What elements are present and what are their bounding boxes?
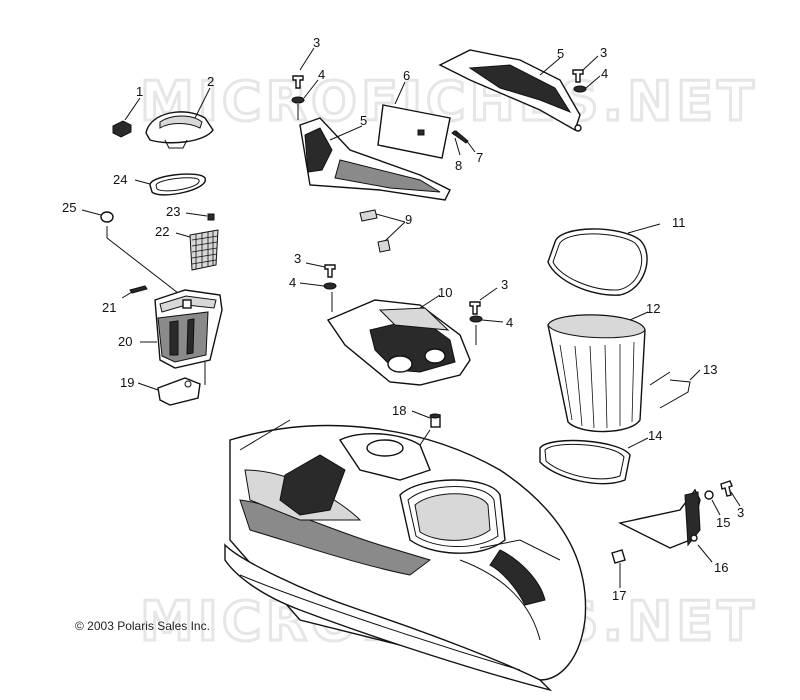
part-9-clips — [359, 209, 406, 253]
part-7-8-screws — [451, 130, 476, 156]
callout-18: 18 — [392, 403, 406, 418]
part-11-seal-ring — [547, 223, 661, 296]
part-13-strap — [649, 369, 701, 409]
callout-5-left: 5 — [360, 113, 367, 128]
callout-3-mid-left: 3 — [294, 251, 301, 266]
hull — [224, 419, 587, 692]
part-15-washer — [704, 490, 721, 516]
callout-4-mid-right: 4 — [506, 315, 513, 330]
part-14-gasket-lower — [539, 437, 649, 485]
callout-9: 9 — [405, 212, 412, 227]
callout-4-top-left: 4 — [318, 67, 325, 82]
callout-21: 21 — [102, 300, 116, 315]
part-10-console — [326, 294, 471, 386]
callout-3-mid-right: 3 — [501, 277, 508, 292]
fastener-3-4-mid-left — [299, 262, 337, 312]
callout-4-top-right: 4 — [601, 66, 608, 81]
callout-14: 14 — [648, 428, 662, 443]
part-21-pin — [121, 285, 148, 299]
callout-6: 6 — [403, 68, 410, 83]
part-6-decal — [377, 81, 451, 159]
part-23-screw — [185, 212, 215, 221]
part-20-bin — [140, 289, 223, 385]
callout-20: 20 — [118, 334, 132, 349]
fastener-3-4-upper-left — [291, 47, 319, 120]
callout-4-mid-left: 4 — [289, 275, 296, 290]
callout-2: 2 — [207, 74, 214, 89]
part-17-plug — [611, 549, 626, 588]
callout-3-top-right: 3 — [600, 45, 607, 60]
callout-19: 19 — [120, 375, 134, 390]
callout-24: 24 — [113, 172, 127, 187]
part-24-gasket — [134, 173, 206, 196]
callout-15: 15 — [716, 515, 730, 530]
part-12-bucket — [547, 311, 649, 433]
part-2-cap — [145, 87, 214, 149]
callout-7: 7 — [476, 150, 483, 165]
callout-16: 16 — [714, 560, 728, 575]
callout-10: 10 — [438, 285, 452, 300]
part-16-bracket — [617, 488, 713, 563]
copyright-text: © 2003 Polaris Sales Inc. — [75, 619, 210, 633]
callout-1: 1 — [136, 84, 143, 99]
callout-3-lower-right: 3 — [737, 505, 744, 520]
fastener-3-4-mid-right — [469, 287, 504, 345]
part-19-plate — [137, 377, 201, 406]
part-5-cover-right — [438, 49, 582, 132]
part-18-plug — [411, 410, 441, 428]
part-22-screen — [175, 229, 219, 271]
callout-12: 12 — [646, 301, 660, 316]
callout-25: 25 — [62, 200, 76, 215]
fastener-3-lower-right — [720, 480, 741, 507]
callout-5-right: 5 — [557, 46, 564, 61]
fastener-3-4-upper-right — [572, 55, 601, 93]
part-1-clip — [112, 97, 141, 138]
callout-8: 8 — [455, 158, 462, 173]
callout-11: 11 — [672, 215, 686, 230]
callout-3-top-left: 3 — [313, 35, 320, 50]
callout-17: 17 — [612, 588, 626, 603]
part-5-cover-left — [299, 117, 451, 201]
callout-22: 22 — [155, 224, 169, 239]
callout-13: 13 — [703, 362, 717, 377]
callout-23: 23 — [166, 204, 180, 219]
